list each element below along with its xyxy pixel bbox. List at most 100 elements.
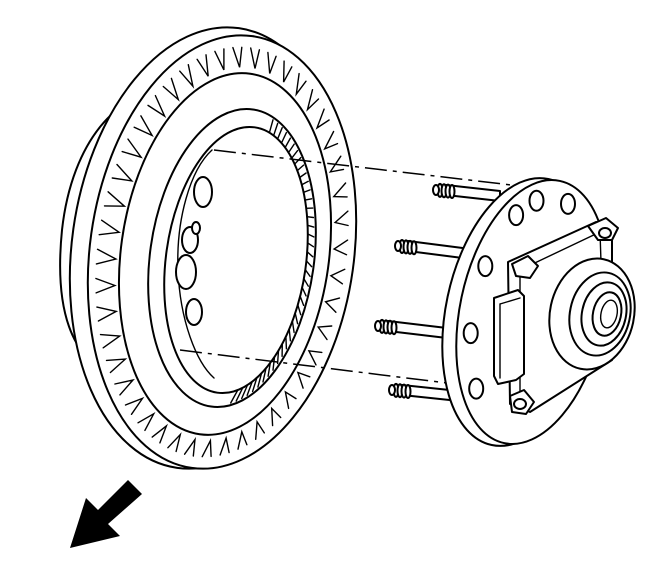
rotor-inner-vane xyxy=(304,269,311,278)
rotor-inner-vane xyxy=(294,312,299,325)
alignment-line-top xyxy=(213,149,521,187)
wheel-stud-tip xyxy=(394,240,402,252)
rotor-vane xyxy=(328,155,345,173)
rotor-vane xyxy=(306,89,320,112)
rotor-vane xyxy=(167,432,182,453)
rotor-vane xyxy=(124,396,145,415)
rotor-vane xyxy=(316,325,333,341)
wheel-stud-thread xyxy=(390,320,398,336)
rotor-inner-vane xyxy=(276,126,283,140)
rotor-inner-vane xyxy=(306,251,314,258)
rotor-vane xyxy=(270,406,282,427)
rotor-inner-vane xyxy=(297,304,302,316)
abs-sensor-bracket-edge xyxy=(499,297,521,379)
rotor-cooling-vanes xyxy=(95,46,349,458)
rotor-vane xyxy=(332,182,348,198)
wheel-stud xyxy=(432,182,501,202)
hub-flange-hole xyxy=(508,204,525,227)
rotor-stud-hole xyxy=(175,254,197,290)
rotor-vane xyxy=(162,77,180,102)
rotor-inner-vane xyxy=(285,335,288,350)
rotor-inner-vane xyxy=(288,328,292,342)
rotor-inner-vane xyxy=(280,131,288,144)
wheel-stud-tip xyxy=(374,320,382,332)
rotor-vane xyxy=(105,358,128,374)
rotor-vane xyxy=(295,72,307,97)
rotor-inner-vane xyxy=(267,362,271,377)
rotor-vane xyxy=(95,248,118,265)
hub-flange-hole xyxy=(468,377,485,400)
rotor-inner-vane xyxy=(257,372,263,388)
rotor-vane xyxy=(282,60,293,83)
rotor-vane xyxy=(332,239,349,256)
rotor-vane xyxy=(296,371,311,389)
rotor-stud-hole xyxy=(185,298,203,326)
rotor-vane xyxy=(137,411,156,432)
abs-sensor-bracket xyxy=(493,289,525,385)
rotor-inner-vane xyxy=(305,260,313,268)
rotor-vane xyxy=(95,277,117,294)
rotor-vane xyxy=(183,436,196,457)
rotor-vane xyxy=(323,130,339,151)
rotor-inner-vane xyxy=(287,143,295,154)
bearing-mount-bolt xyxy=(598,227,612,239)
hub-flange-hole xyxy=(477,255,494,278)
rotor-vane xyxy=(179,64,195,89)
rotor-inner-vane xyxy=(240,384,249,400)
hub-flange-hole xyxy=(560,192,576,215)
rotor-inner-vane xyxy=(303,278,309,287)
rotor-vane xyxy=(250,47,261,69)
rotor-vane xyxy=(324,297,341,313)
rotor-inner-vane xyxy=(251,377,258,393)
rotor-inner-vane xyxy=(304,198,313,201)
rotor-vane xyxy=(214,48,225,71)
rotor-vane xyxy=(147,94,167,118)
rotor-inner-vane xyxy=(276,349,280,365)
bearing-inner-ring xyxy=(580,281,628,347)
rotor-inner-vane xyxy=(296,164,305,172)
rotor-vane xyxy=(315,108,330,130)
rotor-vane-inner-edge xyxy=(117,72,333,436)
rotor-center-hole xyxy=(191,221,201,235)
rotor-vane xyxy=(114,378,135,396)
rotor-vane xyxy=(255,419,265,440)
rotor-vane xyxy=(196,54,209,77)
wheel-stud-thread xyxy=(448,184,456,199)
rotor-inner-vane xyxy=(291,320,295,334)
hub-spline-bore-inner xyxy=(599,299,619,329)
rotor-inner-vane xyxy=(302,189,311,194)
bearing-mount-bolt xyxy=(513,398,527,410)
rotor-inner-vane xyxy=(272,356,276,371)
rotor-vane xyxy=(284,390,297,410)
rotor-vane xyxy=(133,115,154,138)
rotor-inner-vane xyxy=(301,180,309,186)
hub-spline-bore xyxy=(591,291,623,337)
rotor-inner-vane xyxy=(229,389,239,404)
rotor-inner-vanes xyxy=(229,119,315,404)
rotor-vane xyxy=(307,349,323,366)
wheel-stud-tip xyxy=(432,184,440,196)
rotor-inner-vane xyxy=(299,295,305,307)
rotor-inner-vane xyxy=(293,156,302,165)
rotor-inner-vane xyxy=(272,122,279,137)
removal-direction-arrow xyxy=(70,480,142,548)
rotor-vane xyxy=(232,46,243,68)
rotor-inner-vane xyxy=(291,149,299,159)
rotor-vane xyxy=(121,138,143,159)
rotor-inner-vane xyxy=(307,242,315,248)
rotor-vane xyxy=(103,191,127,207)
brake-rotor xyxy=(59,26,358,470)
bearing-mount-ear xyxy=(511,255,539,279)
rotor-inner-vane xyxy=(301,286,307,297)
rotor-inner-vane xyxy=(299,172,307,179)
rotor-inner-vane xyxy=(284,137,292,149)
rotor-inner-vane xyxy=(268,119,274,134)
rotor-hat-opening xyxy=(147,108,317,408)
rotor-vane xyxy=(99,333,122,349)
rotor-inner-vane xyxy=(235,387,244,402)
wheel-hub-bearing-assembly xyxy=(441,177,636,447)
rotor-vane xyxy=(237,429,248,450)
arrow-icon xyxy=(70,480,142,548)
